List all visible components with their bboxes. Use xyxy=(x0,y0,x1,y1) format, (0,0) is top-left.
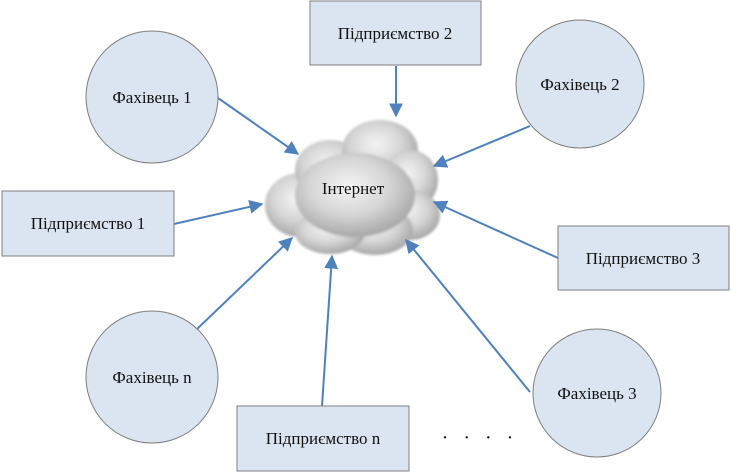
node-specialist-2: Фахівець 2 xyxy=(515,19,645,149)
arrow-specialist-2 xyxy=(432,125,531,168)
enterprise-n-label: Підприємство n xyxy=(266,429,381,448)
arrows xyxy=(173,66,559,407)
enterprise-3-label: Підприємство 3 xyxy=(586,249,701,268)
node-enterprise-n: Підприємство n xyxy=(236,405,410,472)
arrow-enterprise-n xyxy=(321,254,339,407)
node-enterprise-1: Підприємство 1 xyxy=(1,190,175,257)
specialist-2-circle xyxy=(515,19,645,149)
specialist-2-label: Фахівець 2 xyxy=(540,75,619,94)
specialist-3-circle xyxy=(532,328,662,458)
arrow-enterprise-3 xyxy=(432,200,559,259)
enterprise-2-label: Підприємство 2 xyxy=(338,24,453,43)
arrow-enterprise-1 xyxy=(173,199,264,225)
specialist-n-circle xyxy=(85,310,219,444)
specialist-1-label: Фахівець 1 xyxy=(112,88,191,107)
enterprise-3-box xyxy=(557,225,730,291)
enterprise-n-box xyxy=(236,405,410,472)
arrow-specialist-3 xyxy=(405,238,531,393)
node-specialist-3: Фахівець 3 xyxy=(532,328,662,458)
specialist-n-label: Фахівець n xyxy=(112,368,192,387)
enterprise-1-label: Підприємство 1 xyxy=(31,214,146,233)
ellipsis-dots: · · · · xyxy=(442,427,519,449)
specialist-3-label: Фахівець 3 xyxy=(557,384,636,403)
enterprise-2-box xyxy=(309,0,482,66)
node-specialist-n: Фахівець n xyxy=(85,310,219,444)
internet-cloud-icon xyxy=(265,120,440,255)
arrow-specialist-n xyxy=(195,237,294,331)
node-specialist-1: Фахівець 1 xyxy=(85,30,219,164)
arrow-specialist-1 xyxy=(217,97,300,155)
enterprise-1-box xyxy=(1,190,175,257)
node-enterprise-3: Підприємство 3 xyxy=(557,225,730,291)
node-enterprise-2: Підприємство 2 xyxy=(309,0,482,66)
internet-label: Інтернет xyxy=(322,179,385,198)
specialist-1-circle xyxy=(85,30,219,164)
